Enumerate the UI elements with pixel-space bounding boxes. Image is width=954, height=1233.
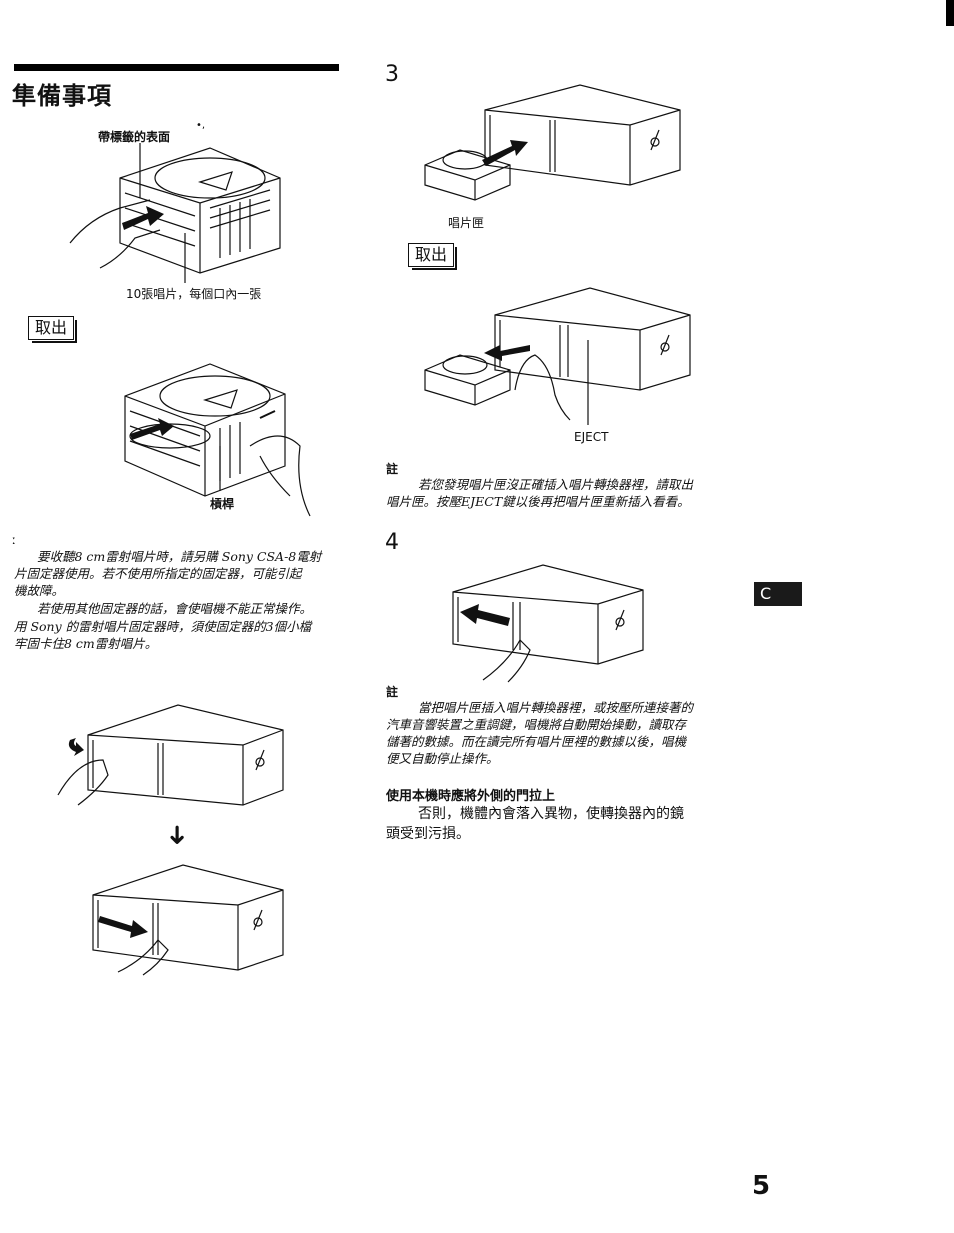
note2-line-3: 儲著的數據。而在讀完所有唱片匣裡的數據以後，唱機 bbox=[386, 734, 687, 749]
label-lever: 槓桿 bbox=[210, 497, 235, 511]
door-heading: 使用本機時應將外側的門拉上 bbox=[386, 789, 556, 804]
note-line-2: 片固定器使用。若不使用所指定的固定器，可能引起 bbox=[14, 566, 302, 581]
note-line-6: 牢固卡住8 cm雷射唱片。 bbox=[14, 636, 158, 651]
step-3-number: 3 bbox=[385, 62, 399, 87]
edge-mark bbox=[946, 0, 954, 26]
note-title-1: 註 bbox=[386, 462, 399, 476]
illustration-door-close bbox=[88, 860, 288, 975]
speck: •, bbox=[196, 120, 206, 131]
note-title-2: 註 bbox=[386, 685, 399, 699]
note2-line-4: 便又自動停止操作。 bbox=[386, 751, 499, 766]
label-labeled-surface: 帶標籤的表面 bbox=[98, 130, 171, 144]
illustration-magazine-loading bbox=[60, 138, 300, 288]
illustration-magazine-insert bbox=[420, 80, 680, 210]
note1-line-2: 唱片匣。按壓EJECT鍵以後再把唱片匣重新插入看看。 bbox=[386, 494, 690, 509]
illustration-eject bbox=[420, 285, 690, 430]
page-number: 5 bbox=[752, 1171, 771, 1201]
step-4-number: 4 bbox=[385, 530, 399, 555]
remove-heading-right: 取出 bbox=[408, 243, 458, 270]
note2-line-2: 汽車音響裝置之重調鍵，唱機將自動開始操動，讀取存 bbox=[386, 717, 687, 732]
label-eject: EJECT bbox=[574, 430, 609, 444]
note1-line-1: 若您發現唱片匣沒正確插入唱片轉換器裡，請取出 bbox=[418, 477, 694, 492]
illustration-disc-removal bbox=[120, 356, 320, 516]
note-line-1: 要收聽8 cm雷射唱片時，請另購 Sony CSA-8電射 bbox=[37, 549, 322, 564]
illustration-magazine-push bbox=[448, 562, 648, 682]
note2-line-1: 當把唱片匣插入唱片轉換器裡，或按壓所連接著的 bbox=[418, 700, 694, 715]
door-line-2: 頭受到污損。 bbox=[386, 826, 470, 842]
label-magazine: 唱片匣 bbox=[448, 216, 485, 230]
door-line-1: 否則，機體內會落入異物，使轉換器內的鏡 bbox=[418, 806, 684, 822]
note-line-3: 機故障。 bbox=[14, 583, 65, 598]
note-line-4: 若使用其他固定器的話，會使唱機不能正常操作。 bbox=[37, 601, 313, 616]
section-tab: C bbox=[754, 582, 802, 606]
note-mark-left: ː bbox=[12, 533, 17, 547]
label-ten-discs: 10張唱片，每個口內一張 bbox=[126, 287, 262, 301]
top-rule bbox=[14, 64, 339, 71]
note-line-5: 用 Sony 的雷射唱片固定器時，須使固定器的3個小檔 bbox=[14, 619, 312, 634]
page-title: 隼備事項 bbox=[12, 81, 112, 110]
illustration-door-open bbox=[58, 700, 288, 810]
remove-heading-left: 取出 bbox=[28, 316, 78, 343]
arrow-down-icon: ➜ bbox=[161, 824, 192, 846]
